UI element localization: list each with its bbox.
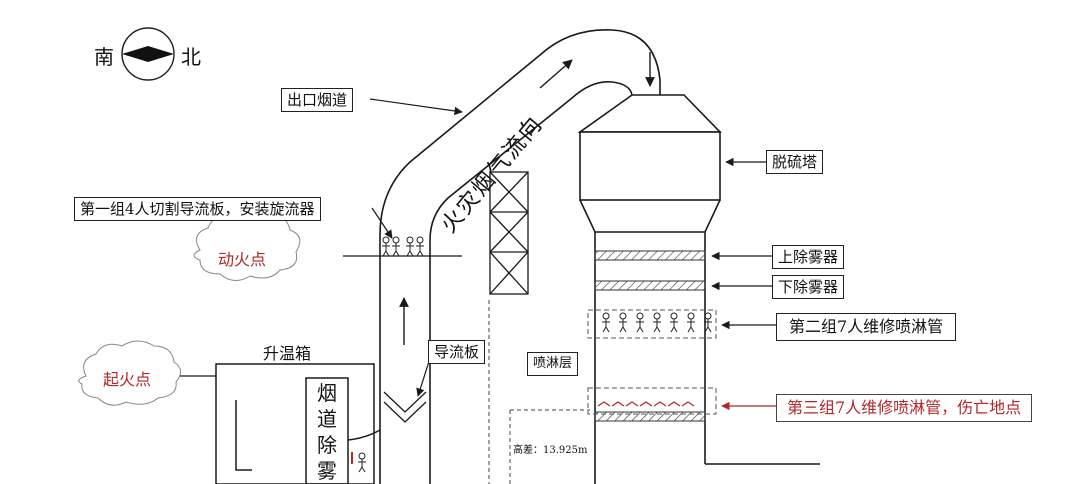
group2-label: 第二组7人维修喷淋管	[776, 313, 957, 341]
group3-work-zone	[587, 387, 717, 415]
support-frame	[489, 171, 529, 295]
outlet-duct-label: 出口烟道	[281, 88, 354, 112]
group1-leader	[371, 207, 393, 239]
duct-demister-char: 烟	[317, 381, 337, 405]
fire-origin-label: 起火点	[103, 370, 152, 389]
desulfurization-tower-label: 脱硫塔	[766, 150, 824, 174]
spray-band	[594, 411, 706, 422]
compass-south-label: 南	[94, 45, 114, 69]
group3-label: 第三组7人维修喷淋管，伤亡地点	[776, 394, 1033, 422]
guide-plate-shape	[383, 391, 427, 423]
lower-demister-label: 下除雾器	[772, 275, 845, 299]
duct-demister-char: 道	[317, 407, 337, 431]
worker-near-heater-icon	[351, 452, 366, 473]
group3-casualties-icon	[597, 401, 695, 407]
group2-work-zone	[587, 309, 717, 339]
height-diff-label: 高差：13.925m	[513, 445, 588, 456]
guide-plate-label: 导流板	[428, 340, 486, 364]
spray-layer-label: 喷淋层	[527, 352, 579, 376]
upper-demister-label: 上除雾器	[772, 245, 845, 269]
outlet-duct	[379, 29, 661, 484]
hot-work-point-label: 动火点	[218, 250, 267, 269]
heater-box-label: 升温箱	[263, 344, 312, 363]
group1-label: 第一组4人切割导流板，安装旋流器	[74, 197, 321, 221]
group2-workers-icon	[602, 312, 712, 333]
heater-box	[215, 363, 381, 484]
height-dimension	[488, 300, 590, 484]
lower-demister-band	[594, 280, 706, 291]
outlet-duct-leader	[369, 98, 463, 116]
group1-workers-icon	[382, 236, 424, 257]
fire-origin-cloud-icon	[78, 340, 181, 406]
duct-demister-char: 雾	[317, 459, 337, 483]
desulfurization-tower	[577, 94, 820, 484]
compass-north-label: 北	[181, 45, 201, 69]
duct-demister-char: 除	[317, 433, 337, 457]
upper-demister-band	[594, 250, 706, 261]
compass-icon	[121, 27, 175, 81]
